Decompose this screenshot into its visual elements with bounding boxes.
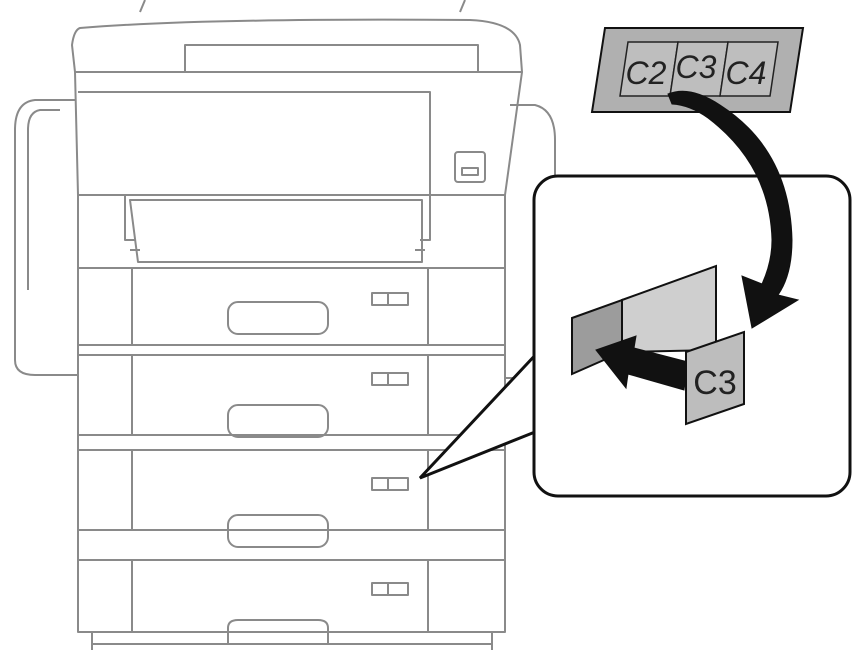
printer-base: [91, 632, 493, 650]
cassette-2-handle: [227, 404, 329, 438]
label-sheet: C2 C3 C4: [590, 27, 805, 113]
cassette-2-indicator: [371, 372, 409, 386]
cassette-4-handle: [227, 619, 329, 644]
c3-label-text: C3: [693, 364, 736, 402]
printer-front-panel: [78, 91, 431, 195]
cassette-1-handle: [227, 301, 329, 335]
callout-seam-cover: [536, 345, 548, 437]
paper-cassette-2: [77, 344, 506, 436]
printer-right-side-panel: [510, 104, 556, 260]
c3-label-card: C3: [685, 330, 745, 426]
cassette-4-indicator: [371, 582, 409, 596]
usb-port-inner: [461, 167, 479, 176]
usb-port: [454, 151, 486, 183]
label-text-c2: C2: [626, 55, 667, 91]
label-text-c4: C4: [726, 55, 767, 91]
output-tray: [77, 194, 506, 269]
printer-top-lines: [139, 0, 466, 13]
paper-cassette-4: [77, 529, 506, 633]
label-text-c3: C3: [676, 49, 717, 85]
label-cell-c4: [719, 41, 779, 97]
printer-left-side-inner: [27, 109, 60, 290]
cassette-1-indicator: [371, 292, 409, 306]
printer-left-side-panel: [14, 99, 78, 376]
cassette-3-indicator: [371, 477, 409, 491]
output-tray-left-bracket: [124, 195, 140, 251]
callout-pointer: [418, 348, 542, 480]
output-tray-right-bracket: [415, 195, 431, 251]
curved-arrow-body: [667, 90, 800, 329]
printer-top-handle: [184, 44, 479, 73]
printer: [14, 0, 556, 650]
printer-top-lid: [71, 18, 523, 73]
c3-label-card-shape: [685, 330, 745, 426]
output-tray-inner: [129, 199, 423, 263]
curved-arrow: [667, 90, 800, 329]
